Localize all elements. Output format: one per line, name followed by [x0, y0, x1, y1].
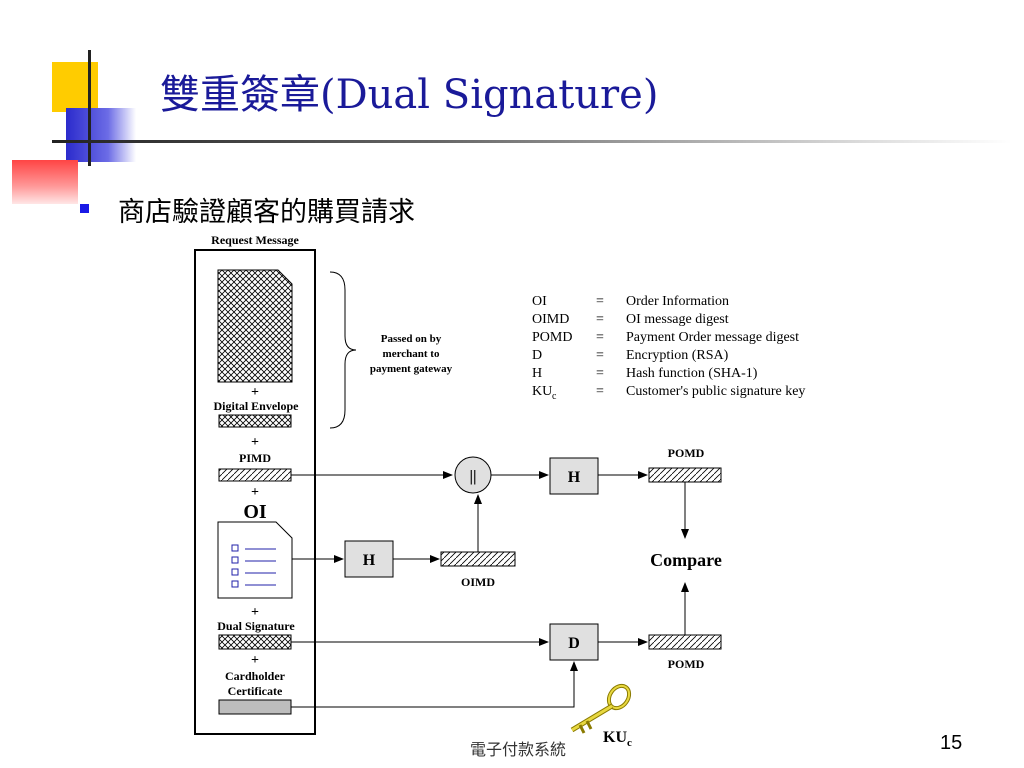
hash-label-lower: H: [363, 552, 376, 569]
plus-5: +: [251, 653, 259, 668]
hash-label-upper: H: [568, 469, 581, 486]
decrypt-label: D: [568, 635, 580, 652]
dual-signature-block: [218, 634, 292, 650]
legend: OI = Order Information OIMD = OI message…: [532, 294, 805, 402]
digital-envelope-block: [218, 414, 292, 428]
legend-desc-4: Hash function (SHA-1): [626, 366, 758, 381]
arrow-certificate-to-decrypt: [291, 661, 578, 708]
legend-abbr-4: H: [532, 366, 542, 381]
passed-on-brace: [329, 271, 357, 429]
request-message-box: [194, 249, 316, 735]
concat-symbol: ||: [469, 468, 476, 485]
footer-text: 電子付款系統: [470, 740, 567, 759]
deco-red-square: [12, 160, 78, 204]
key-label-sub: c: [627, 737, 632, 749]
legend-abbr-3: D: [532, 348, 542, 363]
oi-document-lines: [231, 544, 276, 588]
pomd-label-lower: POMD: [668, 657, 705, 671]
digital-envelope-label: Digital Envelope: [213, 399, 299, 413]
legend-desc-5: Customer's public signature key: [626, 384, 805, 399]
hash-box-lower: [344, 540, 394, 578]
legend-eq-3: =: [596, 348, 604, 363]
legend-eq-2: =: [596, 330, 604, 345]
legend-eq-5: =: [596, 384, 604, 399]
pimd-block: [218, 468, 292, 482]
deco-blue-square: [66, 108, 136, 162]
bullet-marker: [80, 204, 89, 213]
compare-label: Compare: [650, 550, 722, 570]
plus-1: +: [251, 385, 259, 400]
oimd-block: [440, 551, 516, 567]
key-label: KUc: [603, 729, 632, 749]
legend-desc-3: Encryption (RSA): [626, 348, 729, 363]
plus-4: +: [251, 605, 259, 620]
legend-abbr-2: POMD: [532, 330, 572, 345]
oi-label: OI: [243, 501, 267, 523]
payment-info-document: [217, 269, 293, 383]
pomd-label-upper: POMD: [668, 446, 705, 460]
cardholder-label-2: Certificate: [228, 684, 283, 698]
page-number: 15: [940, 732, 963, 754]
pomd-block-lower: [648, 634, 722, 650]
request-message-label: Request Message: [211, 233, 299, 247]
key-icon: [570, 683, 632, 734]
legend-abbr-5: KU: [532, 384, 552, 399]
pimd-label: PIMD: [239, 451, 271, 465]
legend-desc-1: OI message digest: [626, 312, 729, 327]
passed-on-line-1: Passed on by: [381, 333, 442, 345]
plus-2: +: [251, 435, 259, 450]
oi-document: [217, 521, 293, 599]
legend-desc-0: Order Information: [626, 294, 729, 309]
deco-horizontal-line: [52, 140, 1012, 143]
plus-3: +: [251, 485, 259, 500]
legend-abbr-1: OIMD: [532, 312, 569, 327]
hash-box-upper: [549, 457, 599, 495]
legend-sub-5: c: [552, 391, 557, 402]
bullet-text: 商店驗證顧客的購買請求: [118, 197, 415, 228]
passed-on-line-3: payment gateway: [370, 363, 453, 375]
decrypt-box: [549, 623, 599, 661]
passed-on-line-2: merchant to: [383, 348, 440, 360]
key-label-main: KU: [603, 729, 627, 746]
dual-signature-label: Dual Signature: [217, 619, 295, 633]
legend-eq-1: =: [596, 312, 604, 327]
cardholder-label-1: Cardholder: [225, 669, 286, 683]
legend-abbr-0: OI: [532, 294, 547, 309]
legend-eq-4: =: [596, 366, 604, 381]
cardholder-certificate-block: [218, 699, 292, 715]
pomd-block-upper: [648, 467, 722, 483]
slide-title: 雙重簽章(Dual Signature): [160, 72, 659, 118]
deco-vertical-line: [88, 50, 91, 166]
legend-desc-2: Payment Order message digest: [626, 330, 799, 345]
oimd-label: OIMD: [461, 575, 495, 589]
legend-eq-0: =: [596, 294, 604, 309]
